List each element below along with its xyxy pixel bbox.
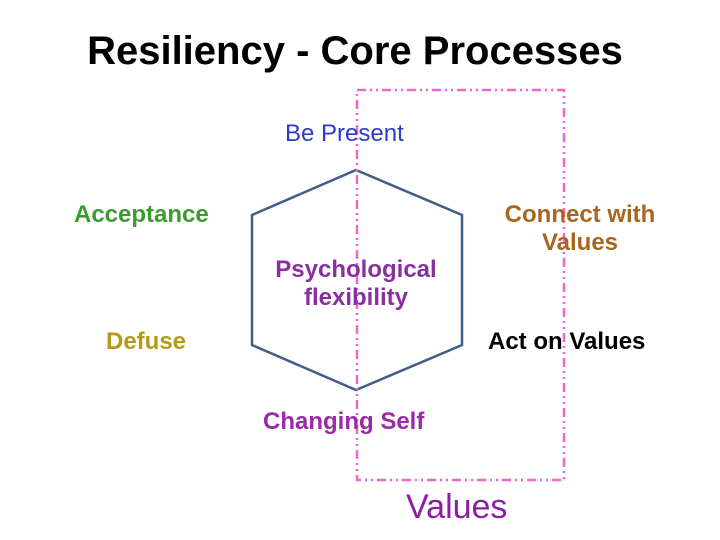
values-dashed-box (355, 88, 566, 482)
connect-with-values-label: Connect with Values (480, 201, 680, 256)
psychological-flexibility-label: Psychological flexibility (246, 256, 466, 311)
connect-with-values-line2: Values (541, 228, 619, 256)
connect-with-values-line1: Connect with (504, 201, 656, 228)
acceptance-label: Acceptance (74, 201, 209, 228)
act-on-values-label: Act on Values (488, 328, 646, 355)
values-box-label: Values (406, 488, 508, 526)
changing-self-label: Changing Self (263, 408, 425, 435)
be-present-label: Be Present (285, 120, 404, 147)
psychological-flexibility-line2: flexibility (303, 283, 409, 311)
page-title: Resiliency - Core Processes (87, 29, 623, 73)
psychological-flexibility-line1: Psychological (275, 256, 437, 283)
defuse-label: Defuse (106, 328, 187, 355)
